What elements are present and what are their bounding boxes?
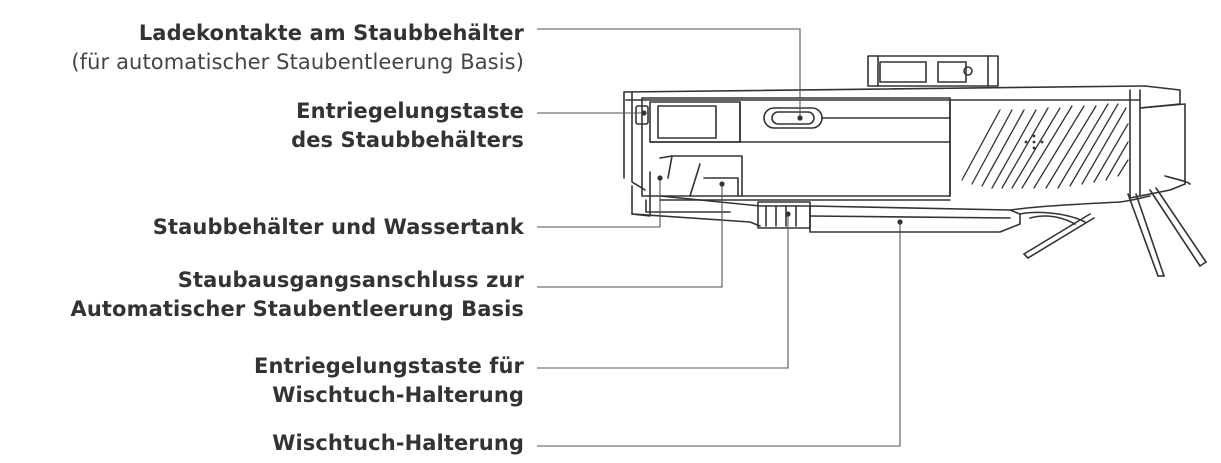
label-dust-outlet: Staubausgangsanschluss zur Automatischer… [71, 266, 524, 324]
label-mop-holder-line1: Wischtuch-Halterung [272, 431, 524, 455]
label-charging-contacts-title: Ladekontakte am Staubbehälter [138, 21, 524, 45]
label-mop-release-line2: Wischtuch-Halterung [272, 383, 524, 407]
chassis-base [631, 185, 1086, 233]
side-brushes [1023, 187, 1207, 277]
leader-charging-contacts [537, 28, 801, 118]
lidar-turret [867, 55, 999, 87]
label-mop-holder: Wischtuch-Halterung [272, 429, 524, 458]
label-dust-outlet-line1: Staubausgangsanschluss zur [177, 268, 524, 292]
label-dustbin-release: Entriegelungstaste des Staubbehälters [291, 97, 524, 155]
label-dustbin-release-line2: des Staubbehälters [291, 128, 524, 152]
leader-mop-release [537, 214, 789, 369]
leader-dust-outlet [537, 184, 723, 288]
label-dustbin-watertank-line1: Staubbehälter und Wassertank [152, 215, 524, 239]
dustbin-panel [635, 97, 951, 201]
leader-dustbin-watertank [537, 178, 661, 228]
label-charging-contacts: Ladekontakte am Staubbehälter (für autom… [71, 19, 524, 77]
label-dustbin-watertank: Staubbehälter und Wassertank [153, 213, 524, 242]
charging-contacts [1024, 134, 1044, 150]
robot-body [623, 85, 1191, 211]
side-grille [961, 103, 1129, 189]
leader-endpoints [641, 110, 903, 225]
label-dustbin-release-line1: Entriegelungstaste [296, 99, 524, 123]
label-charging-contacts-subtitle: (für automatischer Staubentleerung Basis… [71, 50, 524, 74]
label-mop-release: Entriegelungstaste für Wischtuch-Halteru… [254, 352, 524, 410]
leader-lines [537, 28, 901, 447]
label-dust-outlet-line2: Automatischer Staubentleerung Basis [70, 297, 524, 321]
label-mop-release-line1: Entriegelungstaste für [254, 354, 524, 378]
leader-mop-holder [537, 222, 901, 447]
